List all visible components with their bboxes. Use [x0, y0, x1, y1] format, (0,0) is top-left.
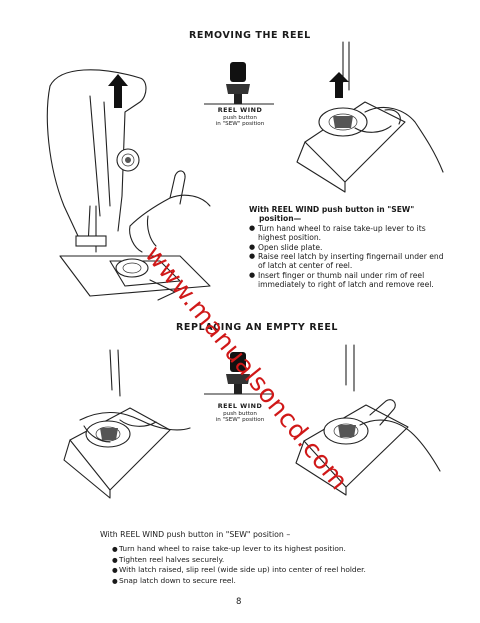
- removing-lead: With REEL WIND push button in "SEW": [249, 205, 415, 214]
- replacing-reel-illustration-right: [295, 344, 441, 496]
- removing-step: Open slide plate.: [249, 243, 445, 253]
- removing-step: Turn hand wheel to raise take-up lever t…: [249, 224, 445, 243]
- replacing-step: Snap latch down to secure reel.: [112, 576, 440, 587]
- button-caption-bottom: REEL WIND push button in "SEW" position: [212, 403, 268, 424]
- removing-step: Raise reel latch by inserting fingernail…: [249, 252, 445, 271]
- button-caption-name: REEL WIND: [217, 106, 263, 114]
- button-caption-line3-2: in "SEW" position: [215, 417, 265, 423]
- sewing-machine-illustration: [46, 69, 211, 301]
- removing-step: Insert finger or thumb nail under rim of…: [249, 271, 445, 290]
- replacing-reel-illustration-left: [63, 349, 191, 499]
- removing-instructions: With REEL WIND push button in "SEW" posi…: [249, 205, 445, 290]
- button-caption-line2-2: push button: [223, 410, 257, 417]
- replacing-lead: With REEL WIND push button in "SEW" posi…: [100, 530, 291, 539]
- reel-wind-button-graphic: [204, 62, 274, 105]
- button-caption-line2: push button: [223, 114, 257, 121]
- replacing-instructions: With REEL WIND push button in "SEW" posi…: [100, 530, 440, 587]
- heading-replacing-reel: REPLACING AN EMPTY REEL: [176, 322, 339, 333]
- replacing-step: Turn hand wheel to raise take-up lever t…: [112, 544, 440, 555]
- button-caption-top: REEL WIND push button in "SEW" position: [212, 107, 268, 128]
- button-caption-line3: in "SEW" position: [215, 121, 265, 127]
- replacing-step: With latch raised, slip reel (wide side …: [112, 565, 440, 576]
- replacing-step: Tighten reel halves securely.: [112, 555, 440, 566]
- reel-wind-button-graphic-2: [204, 352, 274, 395]
- button-caption-name-2: REEL WIND: [217, 402, 263, 410]
- heading-removing-reel: REMOVING THE REEL: [189, 30, 311, 41]
- reel-holder-illustration: [296, 41, 444, 193]
- page-number: 8: [236, 597, 242, 607]
- removing-lead2: position—: [259, 214, 302, 224]
